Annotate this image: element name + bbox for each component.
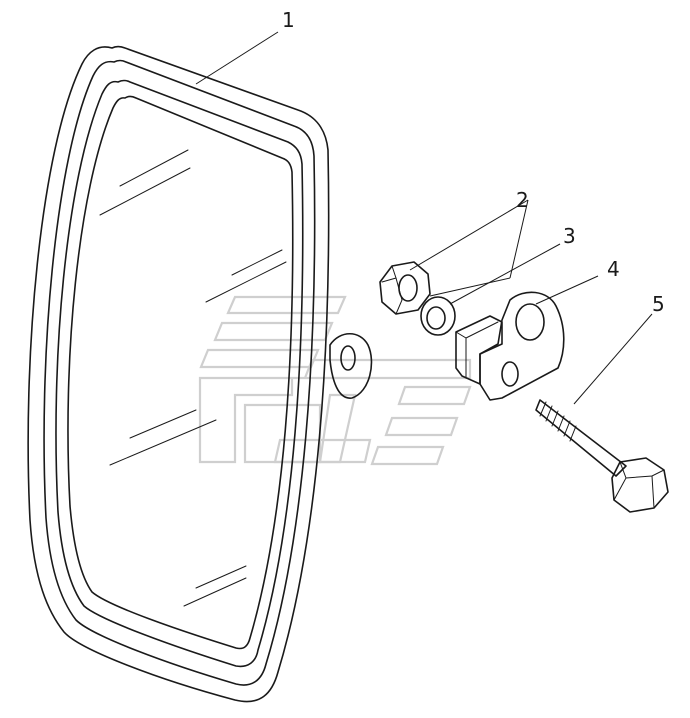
callout-bolt: 5 [652, 292, 665, 316]
bolt-thread [539, 401, 577, 442]
leader-lines [195, 31, 653, 405]
nut [379, 261, 431, 315]
callout-washer: 3 [563, 224, 576, 248]
callout-mirror: 1 [282, 8, 295, 32]
callout-nut: 2 [516, 188, 529, 212]
bolt [535, 399, 669, 513]
mirror [27, 45, 373, 703]
clamp-bracket [455, 291, 565, 401]
washer [420, 296, 456, 336]
watermark-logo [198, 295, 472, 466]
callout-clamp-bracket: 4 [607, 257, 620, 281]
